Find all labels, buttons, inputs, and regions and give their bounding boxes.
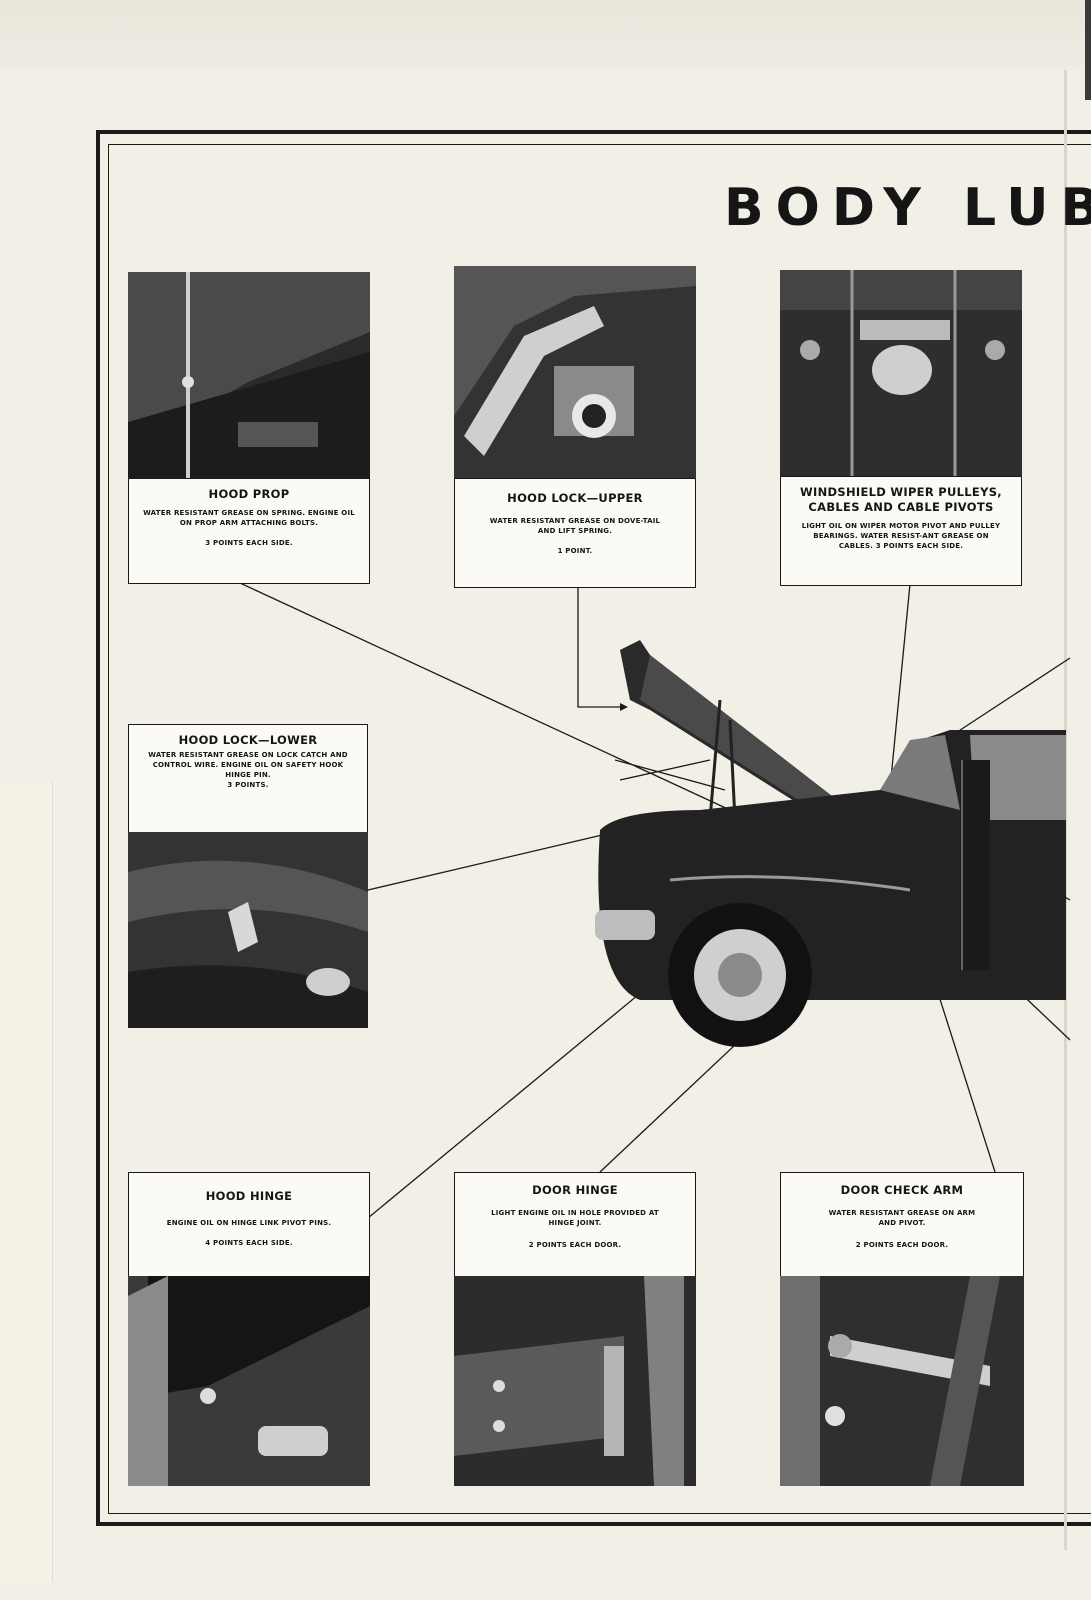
door-check-arm-title: DOOR CHECK ARM <box>840 1183 964 1197</box>
windshield-wiper-title: WINDSHIELD WIPER PULLEYS, CABLES AND CAB… <box>800 485 1002 514</box>
underlying-sheet <box>0 782 53 1582</box>
page-border-inner <box>108 144 1091 1514</box>
car-illustration <box>580 640 1066 1060</box>
hood-hinge-card: HOOD HINGE ENGINE OIL ON HINGE LINK PIVO… <box>128 1172 370 1278</box>
page-top-margin <box>0 0 1091 70</box>
hood-prop-title: HOOD PROP <box>208 487 290 501</box>
door-hinge-card: DOOR HINGE LIGHT ENGINE OIL IN HOLE PROV… <box>454 1172 696 1278</box>
hood-lock-upper-title: HOOD LOCK—UPPER <box>507 491 643 505</box>
hood-lock-upper-photo <box>454 266 696 480</box>
door-hinge-description: LIGHT ENGINE OIL IN HOLE PROVIDED AT HIN… <box>491 1209 659 1227</box>
windshield-wiper-photo <box>780 270 1022 478</box>
door-hinge-points: 2 POINTS EACH DOOR. <box>528 1241 622 1249</box>
door-hinge-photo <box>454 1276 696 1486</box>
page-border-outer <box>96 130 1091 1526</box>
hood-lock-lower-photo <box>128 832 368 1028</box>
windshield-wiper-card: WINDSHIELD WIPER PULLEYS, CABLES AND CAB… <box>780 476 1022 586</box>
hood-lock-upper-description: WATER RESISTANT GREASE ON DOVE-TAIL AND … <box>489 517 661 535</box>
hood-prop-description: WATER RESISTANT GREASE ON SPRING. ENGINE… <box>143 509 355 527</box>
hood-lock-lower-points: 3 POINTS. <box>227 781 269 789</box>
door-check-arm-card: DOOR CHECK ARM WATER RESISTANT GREASE ON… <box>780 1172 1024 1278</box>
hood-hinge-title: HOOD HINGE <box>205 1189 293 1203</box>
hood-lock-upper-points: 1 POINT. <box>557 547 593 555</box>
hood-hinge-points: 4 POINTS EACH SIDE. <box>205 1239 293 1247</box>
hood-lock-lower-card: HOOD LOCK—LOWER WATER RESISTANT GREASE O… <box>128 724 368 834</box>
door-hinge-title: DOOR HINGE <box>532 1183 618 1197</box>
hood-lock-lower-description: WATER RESISTANT GREASE ON LOCK CATCH AND… <box>148 751 348 779</box>
hood-hinge-description: ENGINE OIL ON HINGE LINK PIVOT PINS. <box>166 1219 332 1227</box>
hood-lock-lower-title: HOOD LOCK—LOWER <box>178 733 318 747</box>
hood-hinge-photo <box>128 1276 370 1486</box>
hood-prop-card: HOOD PROP WATER RESISTANT GREASE ON SPRI… <box>128 478 370 584</box>
adjacent-page-edge <box>1085 0 1091 100</box>
door-check-arm-photo <box>780 1276 1024 1486</box>
door-check-arm-points: 2 POINTS EACH DOOR. <box>855 1241 949 1249</box>
page-title: BODY LUB <box>724 178 1091 238</box>
hood-prop-photo <box>128 272 370 480</box>
hood-prop-points: 3 POINTS EACH SIDE. <box>205 539 293 547</box>
windshield-wiper-description: LIGHT OIL ON WIPER MOTOR PIVOT AND PULLE… <box>801 522 1001 550</box>
door-check-arm-description: WATER RESISTANT GREASE ON ARM AND PIVOT. <box>828 1209 976 1227</box>
hood-lock-upper-card: HOOD LOCK—UPPER WATER RESISTANT GREASE O… <box>454 478 696 588</box>
